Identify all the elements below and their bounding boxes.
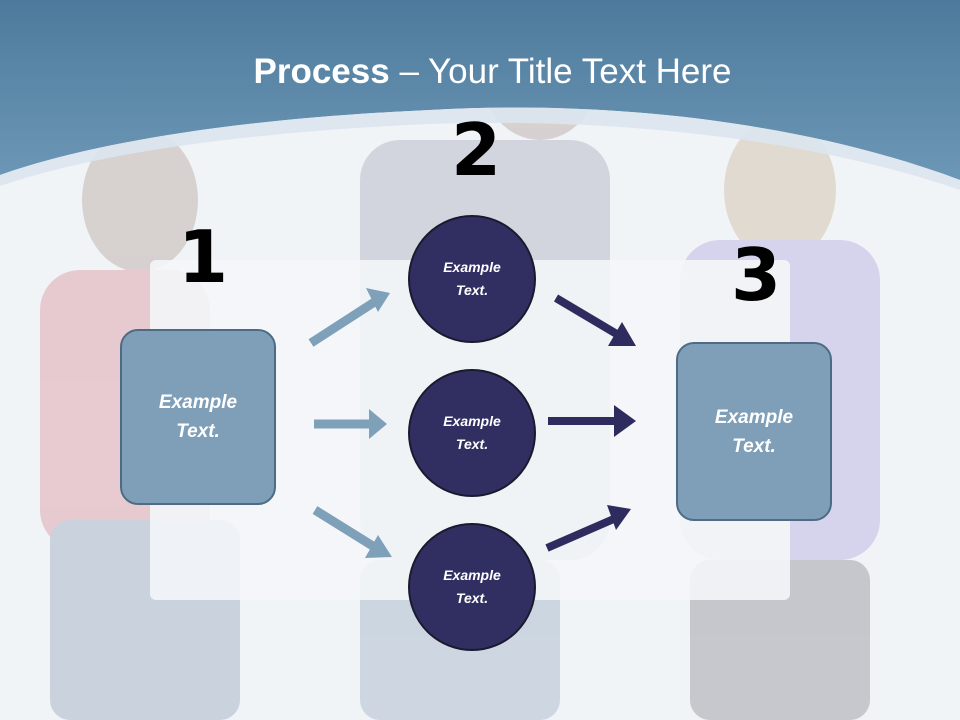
arrow-right-icon	[314, 409, 387, 439]
step-number-3: 3	[731, 233, 782, 317]
title-bold: Process	[253, 52, 390, 91]
arrow-down-right-icon	[312, 506, 392, 558]
step-3-text-line2: Text.	[732, 435, 776, 457]
circle-bottom-line1: Example	[443, 567, 501, 583]
circle-middle-line1: Example	[443, 413, 501, 429]
left-arrows	[308, 288, 392, 558]
arrow-up-right-icon	[308, 288, 390, 347]
right-arrows	[545, 294, 636, 552]
arrow-down-right-icon	[553, 294, 636, 346]
arrow-up-right-icon	[545, 505, 631, 552]
step-3-text-line1: Example	[714, 406, 794, 428]
title-rest: – Your Title Text Here	[389, 52, 732, 91]
step-1-text-line1: Example	[158, 392, 238, 413]
circle-bottom-line2: Text.	[455, 590, 489, 606]
step-number-1: 1	[178, 215, 229, 299]
circle-top-line1: Example	[443, 259, 501, 275]
step-number-2: 2	[451, 108, 502, 192]
slide-title: Process – Your Title Text Here	[0, 52, 960, 92]
arrow-right-icon	[548, 405, 636, 437]
circle-middle-line2: Text.	[455, 436, 489, 452]
step-1-text-line2: Text.	[176, 421, 220, 442]
circle-top-line2: Text.	[455, 282, 489, 298]
